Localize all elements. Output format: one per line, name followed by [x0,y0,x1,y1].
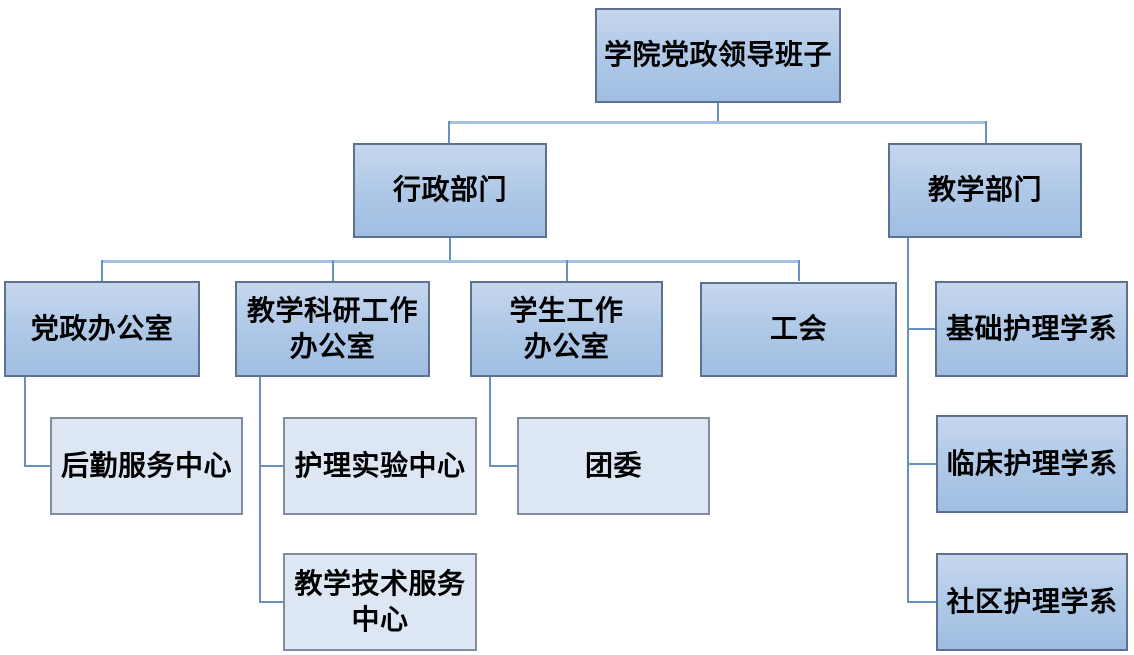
org-node-union: 工会 [700,282,897,377]
org-node-clinical-nursing: 临床护理学系 [936,415,1128,513]
connector-drop-union [798,260,800,281]
connector-research-stub2 [259,601,285,603]
connector-student-elbow-v [489,377,491,467]
connector-teaching-stub1 [907,328,937,330]
connector-bus-level3 [101,260,800,263]
org-node-basic-nursing: 基础护理学系 [935,281,1128,377]
org-node-logistics-center: 后勤服务中心 [50,417,243,515]
connector-teaching-spine [907,238,909,603]
org-node-teaching-dept: 教学部门 [888,143,1082,238]
org-node-admin-dept: 行政部门 [353,143,547,238]
connector-admin-riser [449,238,451,262]
org-node-research-office: 教学科研工作 办公室 [235,281,430,377]
org-node-student-office: 学生工作 办公室 [470,281,663,377]
connector-student-elbow-h [489,465,519,467]
connector-drop-teaching [985,121,987,143]
connector-root-riser [717,103,719,123]
connector-research-spine [259,377,261,603]
connector-drop-admin [448,121,450,143]
org-node-party-office: 党政办公室 [4,281,200,377]
org-node-tech-service-center: 教学技术服务 中心 [283,553,477,651]
connector-research-stub1 [259,465,285,467]
connector-drop-research-office [332,260,334,281]
org-node-leadership: 学院党政领导班子 [595,8,841,103]
connector-bus-level2 [448,121,987,124]
connector-drop-party-office [101,260,103,281]
org-node-nursing-lab-center: 护理实验中心 [283,417,477,515]
connector-party-elbow-v [24,376,26,467]
org-node-youth-league: 团委 [517,417,710,515]
connector-teaching-stub2 [907,463,938,465]
org-node-community-nursing: 社区护理学系 [936,553,1128,651]
connector-drop-student-office [566,260,568,281]
connector-party-elbow-h [24,465,52,467]
connector-teaching-stub3 [907,601,938,603]
